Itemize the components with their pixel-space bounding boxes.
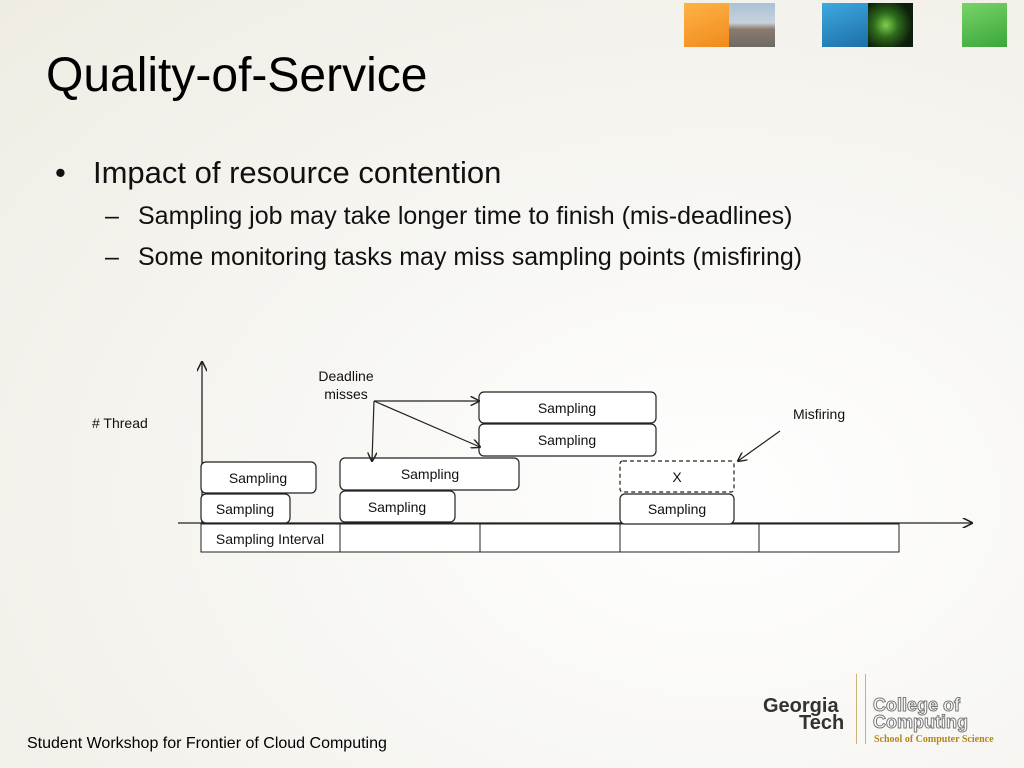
header-tile-network-photo bbox=[868, 3, 913, 47]
sub-bullet-item: – Sampling job may take longer time to f… bbox=[55, 196, 955, 237]
header-tile-blue bbox=[822, 3, 868, 47]
deadline-arrow-down bbox=[372, 400, 374, 461]
deadline-misses-label-line2: misses bbox=[324, 386, 368, 402]
sampling-job-label: Sampling bbox=[538, 400, 596, 416]
misfiring-label: Misfiring bbox=[793, 406, 845, 422]
georgia-tech-logo: Georgia Tech College of Computing School… bbox=[760, 668, 1010, 758]
deadline-misses-label-line1: Deadline bbox=[318, 368, 373, 384]
logo-line1: Georgia bbox=[763, 695, 839, 717]
y-axis-label: # Thread bbox=[92, 415, 148, 431]
sub-bullet-mark: – bbox=[105, 202, 119, 230]
sampling-job-1b bbox=[200, 461, 317, 494]
sampling-job-label: Sampling bbox=[538, 432, 596, 448]
bullet-mark: • bbox=[55, 155, 66, 190]
bullet-item: • Impact of resource contention bbox=[55, 154, 955, 192]
sampling-job-4a bbox=[619, 493, 735, 525]
sampling-job-2b bbox=[339, 457, 520, 491]
sampling-job-label: Sampling bbox=[229, 470, 287, 486]
footer-text: Student Workshop for Frontier of Cloud C… bbox=[27, 735, 387, 752]
header-tile-orange bbox=[684, 3, 729, 47]
sub-bullet-text: Some monitoring tasks may miss sampling … bbox=[138, 243, 803, 271]
interval-cell-5 bbox=[758, 523, 900, 553]
bullet-text: Impact of resource contention bbox=[93, 155, 502, 190]
sampling-job-3b bbox=[478, 391, 657, 424]
missed-sampling-x: X bbox=[672, 469, 682, 485]
logo-college-line1: College of bbox=[872, 695, 961, 715]
logo-college-line2: Computing bbox=[873, 712, 969, 732]
interval-cell-1 bbox=[200, 523, 341, 553]
slide-title: Quality-of-Service bbox=[46, 49, 428, 102]
sub-bullet-mark: – bbox=[105, 243, 119, 271]
interval-cell-4 bbox=[619, 523, 760, 553]
sampling-job-label: Sampling bbox=[401, 466, 459, 482]
deadline-arrow-diagonal bbox=[373, 400, 480, 447]
logo-line2: Tech bbox=[799, 712, 845, 734]
missed-sampling-slot bbox=[619, 460, 735, 493]
sampling-job-1a bbox=[200, 493, 291, 524]
bullet-list: • Impact of resource contention – Sampli… bbox=[55, 154, 955, 278]
header-tile-green bbox=[962, 3, 1007, 47]
sampling-job-label: Sampling bbox=[648, 501, 706, 517]
sampling-job-2a bbox=[339, 490, 456, 523]
interval-cell-2 bbox=[339, 523, 481, 553]
misfiring-arrow bbox=[738, 430, 781, 461]
sampling-job-label: Sampling bbox=[368, 499, 426, 515]
tower-icon bbox=[856, 674, 866, 744]
header-tile-campus-photo bbox=[729, 3, 775, 47]
sampling-job-label: Sampling bbox=[216, 501, 274, 517]
sub-bullet-item: – Some monitoring tasks may miss samplin… bbox=[55, 237, 955, 278]
logo-school: School of Computer Science bbox=[874, 734, 994, 745]
interval-label: Sampling Interval bbox=[216, 531, 324, 547]
sub-bullet-text: Sampling job may take longer time to fin… bbox=[138, 202, 793, 230]
interval-cell-3 bbox=[479, 523, 621, 553]
